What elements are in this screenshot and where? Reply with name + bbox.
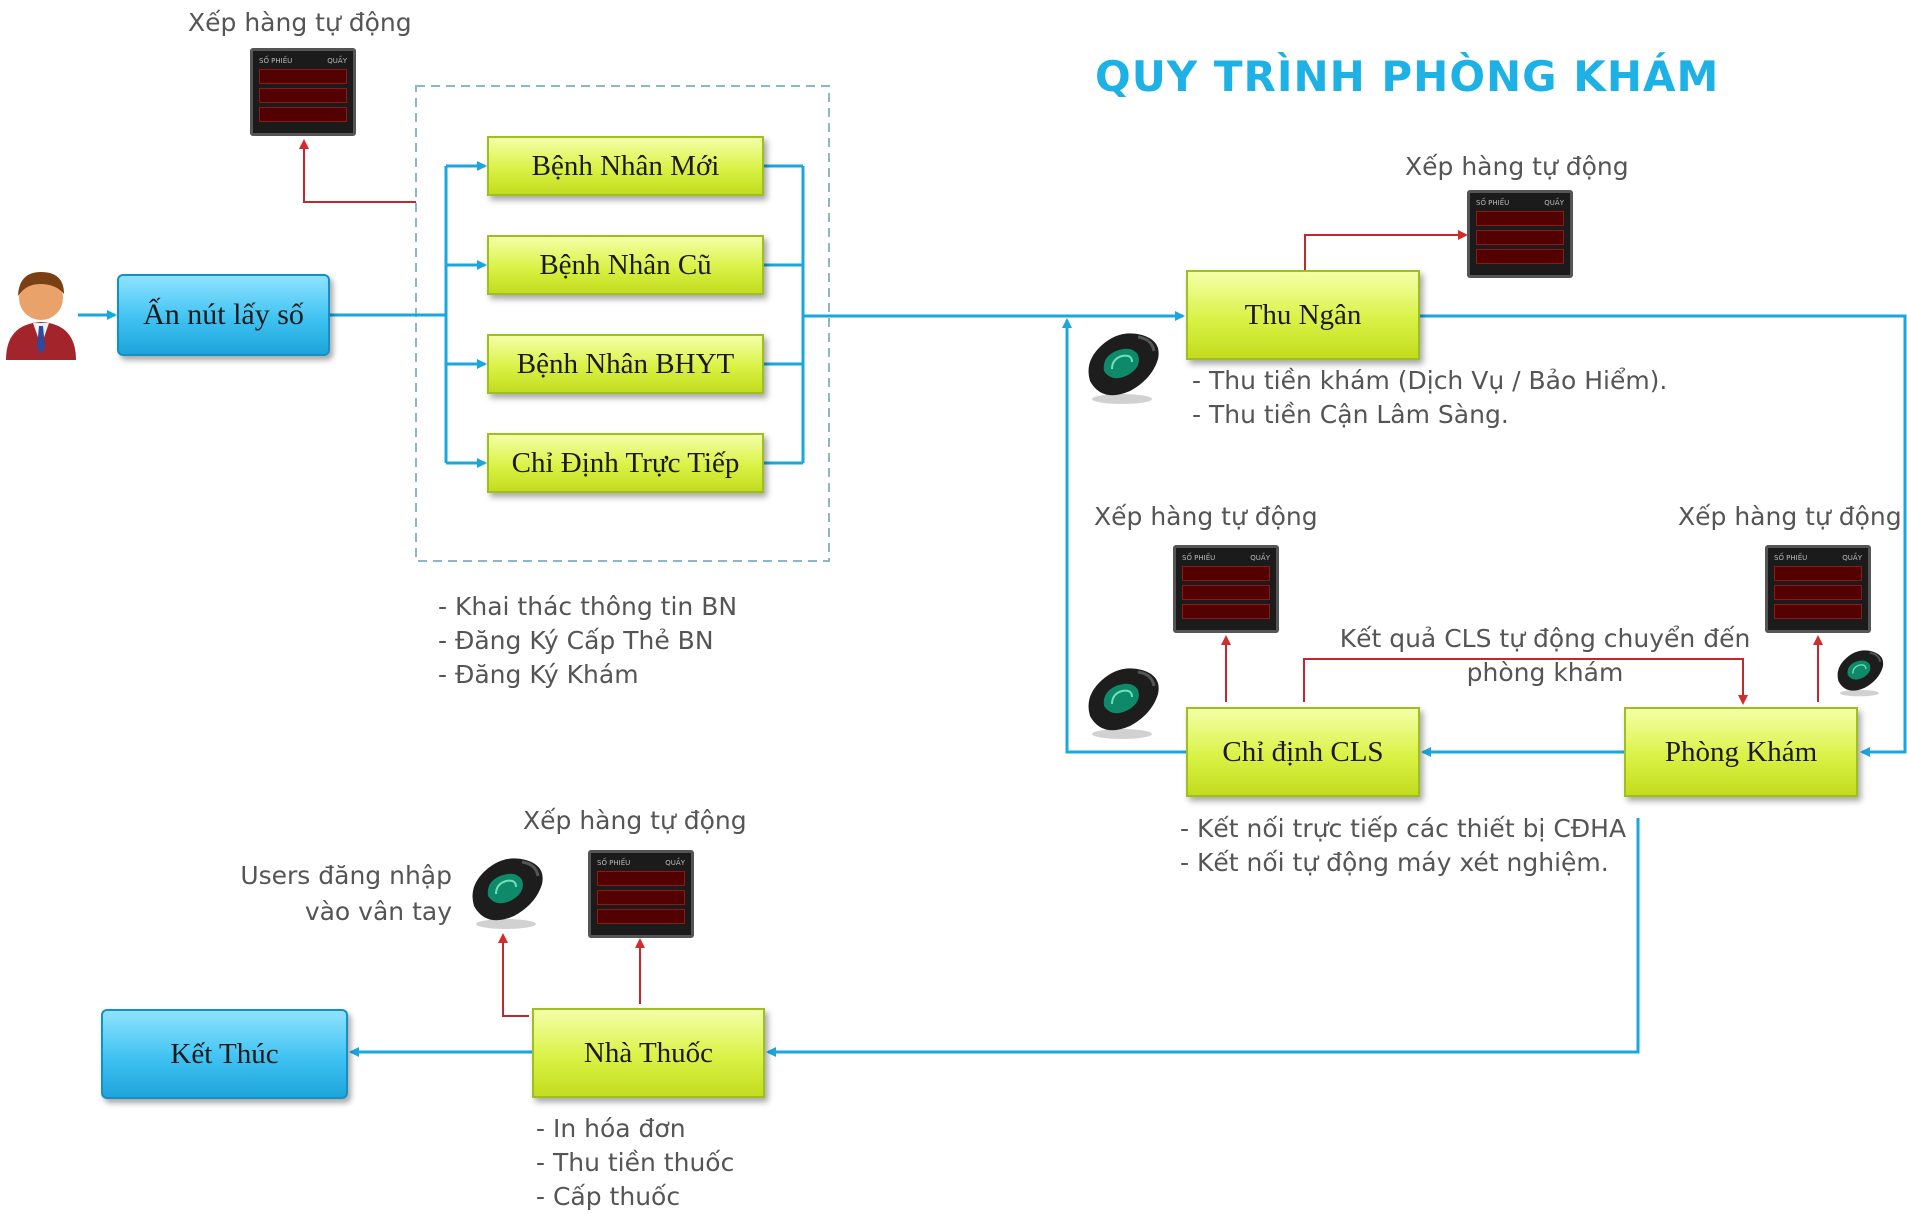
queue-head-counter: QUẦY xyxy=(327,57,347,65)
pharmacy-box: Nhà Thuốc xyxy=(532,1008,765,1098)
queue-display-registration: SỐ PHIẾU QUẦY xyxy=(250,48,356,136)
cls-order-box: Chỉ định CLS xyxy=(1186,707,1420,797)
queue-head-counter: QUẦY xyxy=(1250,554,1270,562)
direct-order-box: Chỉ Định Trực Tiếp xyxy=(487,433,764,493)
cls-result-label: Kết quả CLS tự động chuyển đến phòng khá… xyxy=(1330,622,1760,690)
fingerprint-login-line-1: Users đăng nhập xyxy=(240,861,452,890)
fingerprint-scanner-icon xyxy=(1088,668,1159,739)
note-item: In hóa đơn xyxy=(536,1112,734,1146)
link-cashier-queue xyxy=(1304,230,1468,270)
queue-label-clinic: Xếp hàng tự động xyxy=(1678,502,1902,531)
fingerprint-login-line-2: vào vân tay xyxy=(304,897,452,926)
new-patient-box: Bệnh Nhân Mới xyxy=(487,136,764,196)
bhyt-patient-box: Bệnh Nhân BHYT xyxy=(487,334,764,394)
old-patient-box: Bệnh Nhân Cũ xyxy=(487,235,764,295)
cashier-notes: Thu tiền khám (Dịch Vụ / Bảo Hiểm). Thu … xyxy=(1192,364,1667,432)
link-registration-queue xyxy=(299,139,416,203)
note-item: Đăng Ký Khám xyxy=(438,658,737,692)
arrow-cls-to-cashier xyxy=(1062,318,1186,754)
note-item: Thu tiền khám (Dịch Vụ / Bảo Hiểm). xyxy=(1192,364,1667,398)
fingerprint-scanner-icon xyxy=(1837,650,1884,697)
queue-label-registration: Xếp hàng tự động xyxy=(188,8,412,37)
queue-label-pharmacy: Xếp hàng tự động xyxy=(523,806,747,835)
page-title: QUY TRÌNH PHÒNG KHÁM xyxy=(1095,52,1720,101)
arrow-cashier-to-clinic xyxy=(1420,314,1907,757)
note-item: Thu tiền Cận Lâm Sàng. xyxy=(1192,398,1667,432)
pharmacy-notes: In hóa đơn Thu tiền thuốc Cấp thuốc xyxy=(536,1112,734,1214)
queue-label-cashier: Xếp hàng tự động xyxy=(1405,152,1629,181)
queue-head-counter: QUẦY xyxy=(1842,554,1862,562)
registration-group-border xyxy=(415,85,830,562)
note-item: Khai thác thông tin BN xyxy=(438,590,737,624)
cashier-box: Thu Ngân xyxy=(1186,270,1420,360)
queue-head-ticket: SỐ PHIẾU xyxy=(597,859,631,867)
cls-result-line-1: Kết quả CLS tự động chuyển đến xyxy=(1339,624,1751,653)
queue-display-cashier: SỐ PHIẾU QUẦY xyxy=(1467,190,1573,278)
queue-head-ticket: SỐ PHIẾU xyxy=(1182,554,1216,562)
link-pharmacy-scanner xyxy=(498,933,529,1017)
queue-head-ticket: SỐ PHIẾU xyxy=(1774,554,1808,562)
note-item: Kết nối trực tiếp các thiết bị CĐHA xyxy=(1180,812,1626,846)
queue-display-clinic: SỐ PHIẾU QUẦY xyxy=(1765,545,1871,633)
note-item: Đăng Ký Cấp Thẻ BN xyxy=(438,624,737,658)
registration-notes: Khai thác thông tin BN Đăng Ký Cấp Thẻ B… xyxy=(438,590,737,692)
cls-notes: Kết nối trực tiếp các thiết bị CĐHA Kết … xyxy=(1180,812,1626,880)
end-box: Kết Thúc xyxy=(101,1009,348,1099)
link-cls-result xyxy=(1303,658,1748,705)
patient-person-icon xyxy=(6,272,76,360)
fingerprint-scanner-icon xyxy=(1088,333,1159,404)
queue-head-counter: QUẦY xyxy=(1544,199,1564,207)
note-item: Cấp thuốc xyxy=(536,1180,734,1214)
queue-head-ticket: SỐ PHIẾU xyxy=(1476,199,1510,207)
note-item: Kết nối tự động máy xét nghiệm. xyxy=(1180,846,1626,880)
fingerprint-login-label: Users đăng nhập vào vân tay xyxy=(220,858,452,930)
fingerprint-scanner-icon xyxy=(472,858,543,929)
queue-head-counter: QUẦY xyxy=(665,859,685,867)
queue-head-ticket: SỐ PHIẾU xyxy=(259,57,293,65)
clinic-box: Phòng Khám xyxy=(1624,707,1858,797)
queue-label-cls: Xếp hàng tự động xyxy=(1094,502,1318,531)
arrow-clinic-to-pharmacy xyxy=(766,818,1640,1057)
cls-result-line-2: phòng khám xyxy=(1466,658,1624,687)
queue-display-cls: SỐ PHIẾU QUẦY xyxy=(1173,545,1279,633)
note-item: Thu tiền thuốc xyxy=(536,1146,734,1180)
get-number-button[interactable]: Ấn nút lấy số xyxy=(117,274,330,356)
queue-display-pharmacy: SỐ PHIẾU QUẦY xyxy=(588,850,694,938)
